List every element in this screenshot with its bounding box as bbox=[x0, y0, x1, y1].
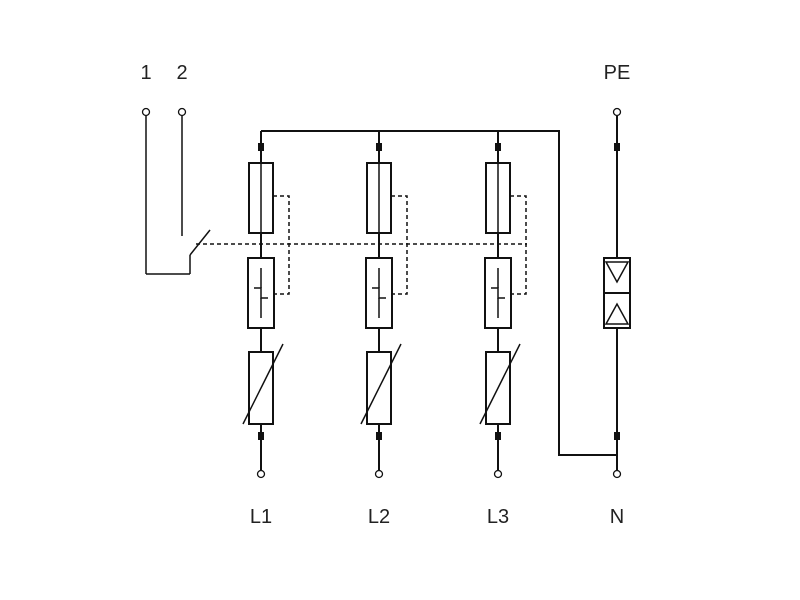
phase-path-l1 bbox=[242, 131, 290, 479]
label-terminal-pe: PE bbox=[604, 62, 631, 84]
common-bus bbox=[261, 130, 617, 456]
label-terminal-2: 2 bbox=[176, 62, 187, 84]
spark-gap-n-pe bbox=[603, 107, 631, 479]
phase-path-l3 bbox=[479, 131, 527, 479]
label-terminal-l1: L1 bbox=[250, 506, 272, 528]
label-terminal-l2: L2 bbox=[368, 506, 390, 528]
label-terminal-1: 1 bbox=[140, 62, 151, 84]
remote-signal-contact bbox=[141, 107, 211, 275]
phase-path-l2 bbox=[360, 131, 408, 479]
label-terminal-n: N bbox=[610, 506, 624, 528]
label-terminal-l3: L3 bbox=[487, 506, 509, 528]
